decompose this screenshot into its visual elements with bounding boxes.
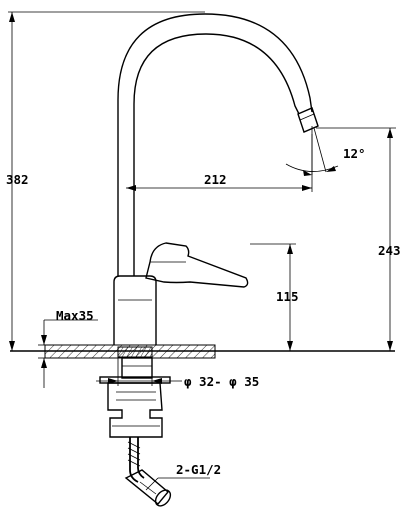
dim-mounting-hole: [96, 358, 182, 386]
body-height-label: 115: [276, 289, 299, 304]
total-height-label: 382: [6, 172, 29, 187]
spout-reach-label: 212: [204, 172, 227, 187]
lever-handle: [145, 242, 249, 288]
leader-hose-connection: [145, 477, 210, 491]
max-deck-thickness-label: Max35: [56, 308, 94, 323]
spout: [117, 13, 319, 276]
spout-height-label: 243: [378, 243, 401, 258]
dim-total-height: [8, 11, 205, 351]
flexible-hose: [124, 437, 172, 507]
dim-max-deck-thickness: [38, 319, 98, 388]
spout-angle-label: 12°: [343, 146, 366, 161]
faucet-body: [113, 275, 157, 345]
countertop: [10, 344, 395, 359]
mounting-shank: [99, 346, 171, 438]
dim-spout-height: [316, 127, 396, 351]
dim-body-height: [250, 243, 296, 351]
mounting-hole-label: φ 32- φ 35: [184, 374, 259, 389]
dim-spout-angle: [285, 126, 339, 176]
hose-braid: [127, 441, 141, 467]
hose-connection-label: 2-G1/2: [176, 462, 221, 477]
